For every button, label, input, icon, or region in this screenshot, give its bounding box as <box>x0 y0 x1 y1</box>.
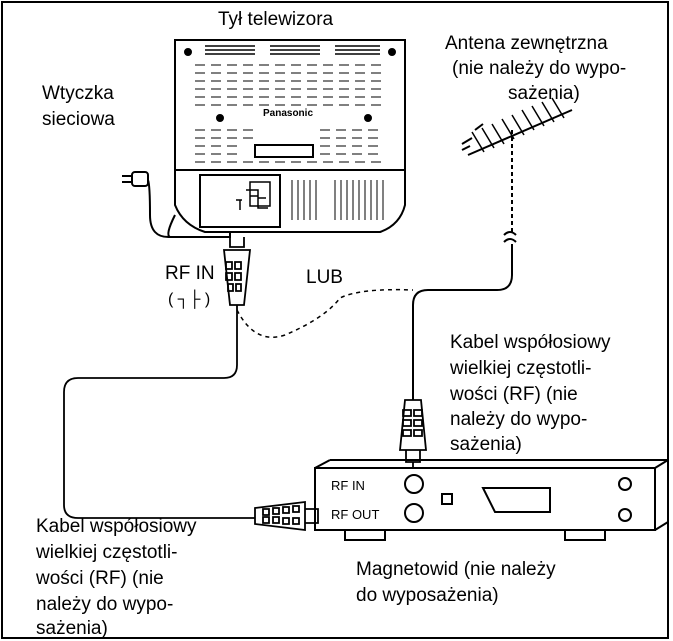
power-plug <box>122 171 231 239</box>
cable-right-label-line5: sażenia) <box>450 434 522 455</box>
cable-right-label-line4: należy do wypo- <box>450 409 588 430</box>
antenna-label-line3: sażenia) <box>508 83 580 104</box>
tv-rf-in-symbol: ( ┐├ ) <box>168 291 211 308</box>
tv-brand-label: Panasonic <box>263 108 313 119</box>
cable-left-label-line4: należy do wypo- <box>36 594 174 615</box>
outdoor-antenna <box>412 97 573 400</box>
plug-label-line1: Wtyczka <box>42 83 114 104</box>
vcr-rf-out-port-label: RF OUT <box>331 507 379 522</box>
tv-rf-plug <box>63 237 255 519</box>
vcr-rf-in-plug <box>399 399 427 468</box>
cable-left-label-line3: wości (RF) (nie <box>36 568 164 589</box>
cable-right-label-line3: wości (RF) (nie <box>450 384 578 405</box>
vcr-rf-in-port-label: RF IN <box>331 478 365 493</box>
plug-label-line2: sieciowa <box>42 109 115 130</box>
alternative-dashed-route <box>236 288 414 338</box>
tv-rf-in-label: RF IN <box>165 263 215 284</box>
cable-right-label-line2: wielkiej częstotli- <box>450 358 592 379</box>
tv-back <box>174 39 406 233</box>
cable-left-label-line2: wielkiej częstotli- <box>36 542 178 563</box>
vcr <box>314 459 669 541</box>
vcr-label-line1: Magnetowid (nie należy <box>356 559 556 580</box>
cable-right-label-line1: Kabel współosiowy <box>450 332 611 353</box>
vcr-rf-out-plug <box>254 500 319 532</box>
cable-left-label-line5: sażenia) <box>36 618 108 639</box>
cable-left-label-line1: Kabel współosiowy <box>36 516 197 537</box>
or-label: LUB <box>306 267 343 288</box>
antenna-label-line2: (nie należy do wypo- <box>452 58 627 79</box>
tv-back-label: Tył telewizora <box>218 9 334 30</box>
antenna-label-line1: Antena zewnętrzna <box>445 33 608 54</box>
vcr-label-line2: do wyposażenia) <box>356 585 499 606</box>
